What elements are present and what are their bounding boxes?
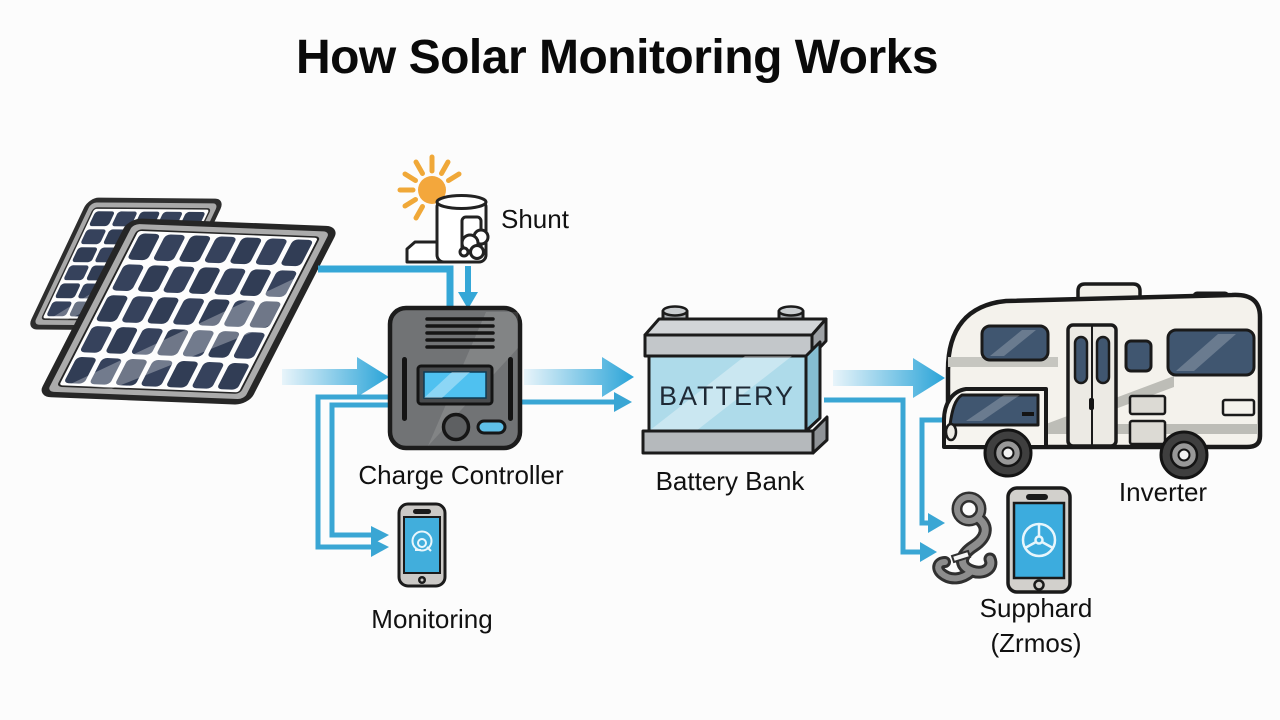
label-battery-bank: Battery Bank bbox=[655, 466, 805, 496]
solar-panel-front bbox=[41, 218, 336, 405]
wire-controller-to-monitoring-outer bbox=[315, 394, 390, 550]
controller-screen bbox=[423, 371, 487, 399]
label-supphard: Supphard bbox=[979, 593, 1093, 623]
wire-battery-to-supphard bbox=[824, 397, 920, 555]
rv-cab bbox=[942, 387, 1048, 449]
wire-controller-to-monitoring-inner bbox=[329, 402, 390, 538]
arrow-battery-to-rv bbox=[833, 358, 945, 398]
flow-arrows bbox=[282, 265, 947, 562]
zrmos-phone-icon bbox=[1006, 486, 1072, 594]
arrow-controller-to-battery bbox=[524, 357, 634, 397]
wire-rv-to-supphard bbox=[919, 417, 947, 526]
sun-icon bbox=[397, 154, 462, 221]
solar-panels-illustration bbox=[30, 197, 336, 405]
battery-text: BATTERY bbox=[658, 381, 796, 411]
label-monitoring: Monitoring bbox=[371, 604, 493, 634]
rv-wheels bbox=[983, 428, 1209, 480]
gauge-icon bbox=[411, 530, 433, 552]
rv-motorhome-illustration bbox=[942, 282, 1263, 480]
rv-windows bbox=[980, 324, 1256, 377]
arrowhead-monitoring-outer bbox=[371, 538, 389, 557]
diagram-title: How Solar Monitoring Works bbox=[295, 31, 939, 84]
label-shunt: Shunt bbox=[501, 204, 569, 234]
battery-body bbox=[647, 354, 808, 433]
controller-knob bbox=[441, 412, 471, 442]
hook-clamp-icon bbox=[932, 491, 998, 585]
arrow-panel-to-controller bbox=[282, 357, 389, 397]
zrmos-phone-screen bbox=[1012, 501, 1066, 580]
monitoring-phone-icon bbox=[397, 502, 447, 588]
arrowhead-shunt bbox=[458, 292, 478, 309]
label-charge-controller: Charge Controller bbox=[358, 460, 564, 490]
wheel-icon bbox=[1021, 522, 1057, 558]
controller-vents bbox=[425, 317, 495, 349]
wire-panel-to-controller-top bbox=[318, 265, 454, 308]
arrowhead-controller-battery bbox=[614, 392, 632, 412]
monitoring-phone-screen bbox=[403, 516, 441, 574]
rv-door bbox=[1066, 323, 1118, 448]
charge-controller-device bbox=[387, 305, 523, 451]
label-inverter: Inverter bbox=[1118, 477, 1208, 507]
battery-bank-illustration bbox=[641, 305, 829, 455]
arrowhead-rv-supphard bbox=[928, 513, 945, 533]
shunt-device-icon bbox=[405, 194, 490, 264]
label-supphard-sub: (Zrmos) bbox=[990, 628, 1082, 658]
arrowhead-battery-supphard bbox=[920, 542, 937, 562]
arrowhead-monitoring-inner bbox=[371, 526, 389, 545]
controller-button bbox=[476, 419, 507, 435]
